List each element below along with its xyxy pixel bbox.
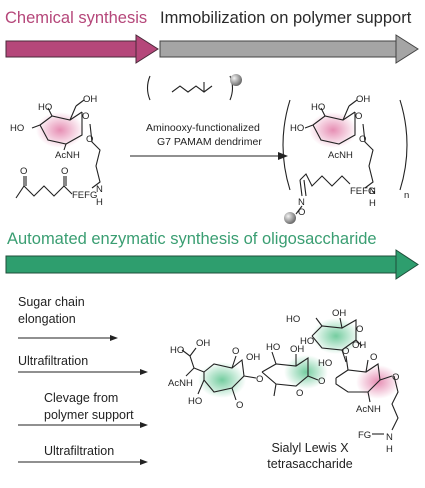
prod-ho-neu2: HO xyxy=(188,396,202,407)
product-name-line2: tetrasaccharide xyxy=(267,457,353,471)
arrow-chemical xyxy=(5,34,159,64)
prod-o-link2: O xyxy=(318,376,325,387)
step-arrows xyxy=(18,335,148,465)
prod-h: H xyxy=(386,444,393,455)
step-sugar-elongation: Sugar chain elongation xyxy=(18,295,85,326)
phase-immobilization: Immobilization on polymer support xyxy=(160,9,412,27)
prod-oh-top: OH xyxy=(332,308,346,319)
product-structure xyxy=(181,317,400,435)
prod-cooh-o: O xyxy=(232,346,239,357)
step-clevage: Clevage from polymer support xyxy=(44,391,134,422)
prod-ho-top1: HO xyxy=(286,314,300,325)
right-h: H xyxy=(369,198,376,209)
left-o-ring: O xyxy=(82,111,89,122)
product-name-line1: Sialyl Lewis X xyxy=(271,441,349,455)
prod-oh-fuc: OH xyxy=(352,340,366,351)
prod-o-glc: O xyxy=(370,352,377,363)
prod-o-link4: O xyxy=(392,372,399,383)
right-n: N xyxy=(369,186,376,197)
left-oh: OH xyxy=(83,94,97,105)
subscript-n: n xyxy=(404,190,409,201)
left-o-link: O xyxy=(86,134,93,145)
right-molecule xyxy=(282,99,408,224)
prod-o-link3: O xyxy=(342,346,349,357)
left-molecule xyxy=(15,99,101,199)
prod-oh-neu: OH xyxy=(196,338,210,349)
prod-ho-neu: HO xyxy=(170,345,184,356)
arrow-enzymatic xyxy=(5,249,419,280)
prod-o-ring-fuc: O xyxy=(356,324,363,335)
right-oh: OH xyxy=(356,94,370,105)
left-fefg: FEFG xyxy=(72,190,97,201)
left-o-keto2: O xyxy=(61,166,68,177)
phase-chemical-synthesis: Chemical synthesis xyxy=(5,9,148,27)
right-oxime-o: O xyxy=(298,207,305,218)
step-ultrafiltration-1: Ultrafiltration xyxy=(18,354,89,368)
prod-oh-gal: OH xyxy=(290,344,304,355)
right-o-ring: O xyxy=(355,111,362,122)
right-acnh: AcNH xyxy=(328,150,353,161)
prod-o-gal: O xyxy=(296,388,303,399)
left-n: N xyxy=(96,184,103,195)
prod-ho-top2: HO xyxy=(300,336,314,347)
prod-acnh-glc: AcNH xyxy=(356,404,381,415)
right-fefg: FEFG xyxy=(350,186,375,197)
reagent-structure xyxy=(146,74,242,101)
reagent-name-line2: G7 PAMAM dendrimer xyxy=(157,136,262,148)
prod-fg: FG xyxy=(358,430,371,441)
prod-o-link1: O xyxy=(256,374,263,385)
arrow-immobilization xyxy=(159,34,419,64)
prod-ho-gal: HO xyxy=(266,342,280,353)
step-ultrafiltration-2: Ultrafiltration xyxy=(44,444,115,458)
left-ho1: HO xyxy=(38,102,52,113)
right-oxime-n: N xyxy=(298,197,305,208)
reagent-name-line1: Aminooxy-functionalized xyxy=(146,122,260,134)
right-ho1: HO xyxy=(311,102,325,113)
prod-o-neu: O xyxy=(236,400,243,411)
prod-acnh-neu: AcNH xyxy=(168,378,193,389)
left-ho2: HO xyxy=(10,123,24,134)
prod-n: N xyxy=(386,432,393,443)
phase-enzymatic-synthesis: Automated enzymatic synthesis of oligosa… xyxy=(7,230,377,248)
right-o-link: O xyxy=(359,134,366,145)
left-o-keto1: O xyxy=(20,166,27,177)
left-acnh: AcNH xyxy=(55,150,80,161)
left-h: H xyxy=(96,197,103,208)
prod-ho-fuc: HO xyxy=(318,358,332,369)
right-ho2: HO xyxy=(290,123,304,134)
prod-oh-acid: OH xyxy=(246,352,260,363)
